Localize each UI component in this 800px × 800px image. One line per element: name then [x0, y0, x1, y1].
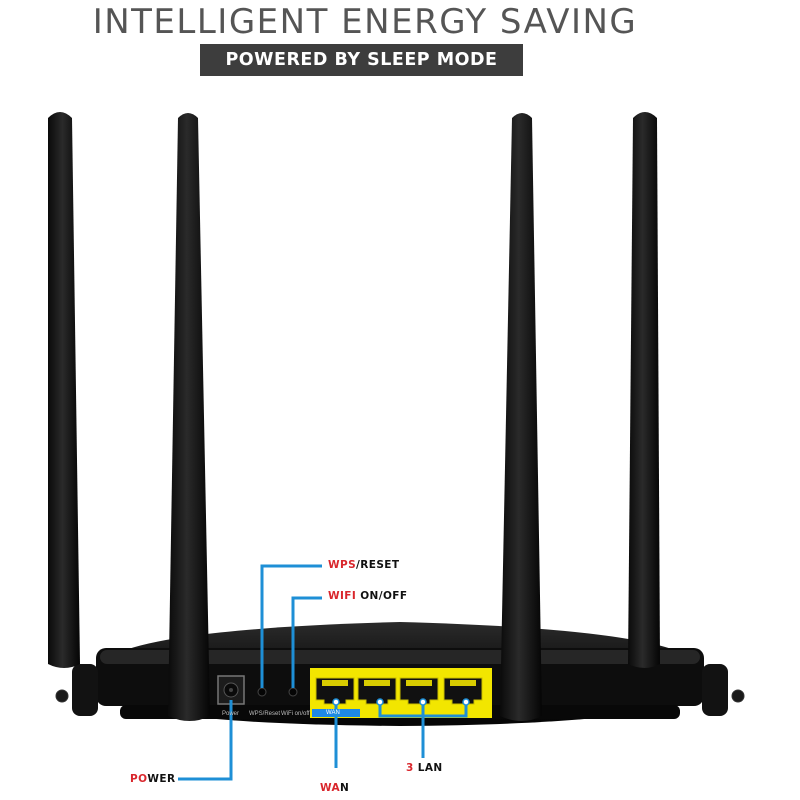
- wan-callout: WAN: [320, 782, 349, 794]
- lan-port-1: [357, 677, 397, 705]
- antenna-hinge-left: [55, 664, 98, 716]
- power-port: [217, 675, 245, 705]
- lan-callout-highlight: 3: [406, 762, 414, 774]
- wps-reset-callout-highlight: WPS: [328, 559, 357, 571]
- wps-reset-port-label: WPS/Reset: [249, 711, 281, 717]
- wps-reset-callout: WPS/RESET: [328, 559, 399, 571]
- subheadline: POWERED BY SLEEP MODE: [225, 50, 498, 70]
- power-callout-rest: WER: [147, 773, 176, 785]
- wan-callout-highlight: WA: [320, 782, 341, 794]
- wan-port-label: WAN: [326, 710, 340, 716]
- power-callout-line: [178, 700, 233, 781]
- power-port-label: Power: [222, 711, 240, 717]
- wifi-onoff-port-label: WiFi on/off: [281, 711, 310, 717]
- antenna-2: [168, 113, 210, 721]
- lan-port-2: [399, 677, 439, 705]
- wps-reset-callout-line: [260, 564, 322, 688]
- wifi-onoff-callout: WIFI ON/OFF: [328, 590, 407, 602]
- callout-lines: [178, 564, 468, 781]
- subheadline-banner: POWERED BY SLEEP MODE: [200, 44, 523, 76]
- antenna-4: [628, 112, 660, 668]
- headline: INTELLIGENT ENERGY SAVING: [92, 2, 638, 42]
- callout-dots: [332, 698, 470, 706]
- power-callout: POWER: [130, 773, 175, 785]
- wifi-onoff-callout-rest: ON/OFF: [356, 590, 408, 602]
- wps-reset-button: [257, 687, 267, 697]
- wan-port: [315, 677, 355, 705]
- wps-reset-callout-rest: /RESET: [356, 559, 400, 571]
- wifi-onoff-button: [288, 687, 298, 697]
- wifi-onoff-callout-highlight: WIFI: [328, 590, 357, 602]
- antenna-hinge-right: [702, 664, 745, 716]
- wan-callout-rest: N: [340, 782, 350, 794]
- antenna-3: [500, 113, 542, 721]
- wifi-onoff-callout-line: [291, 596, 322, 688]
- lan-port-3: [443, 677, 483, 705]
- lan-callout-rest: LAN: [413, 762, 443, 774]
- power-callout-highlight: PO: [130, 773, 148, 785]
- antenna-1: [48, 112, 80, 668]
- lan-callout: 3 LAN: [406, 762, 443, 774]
